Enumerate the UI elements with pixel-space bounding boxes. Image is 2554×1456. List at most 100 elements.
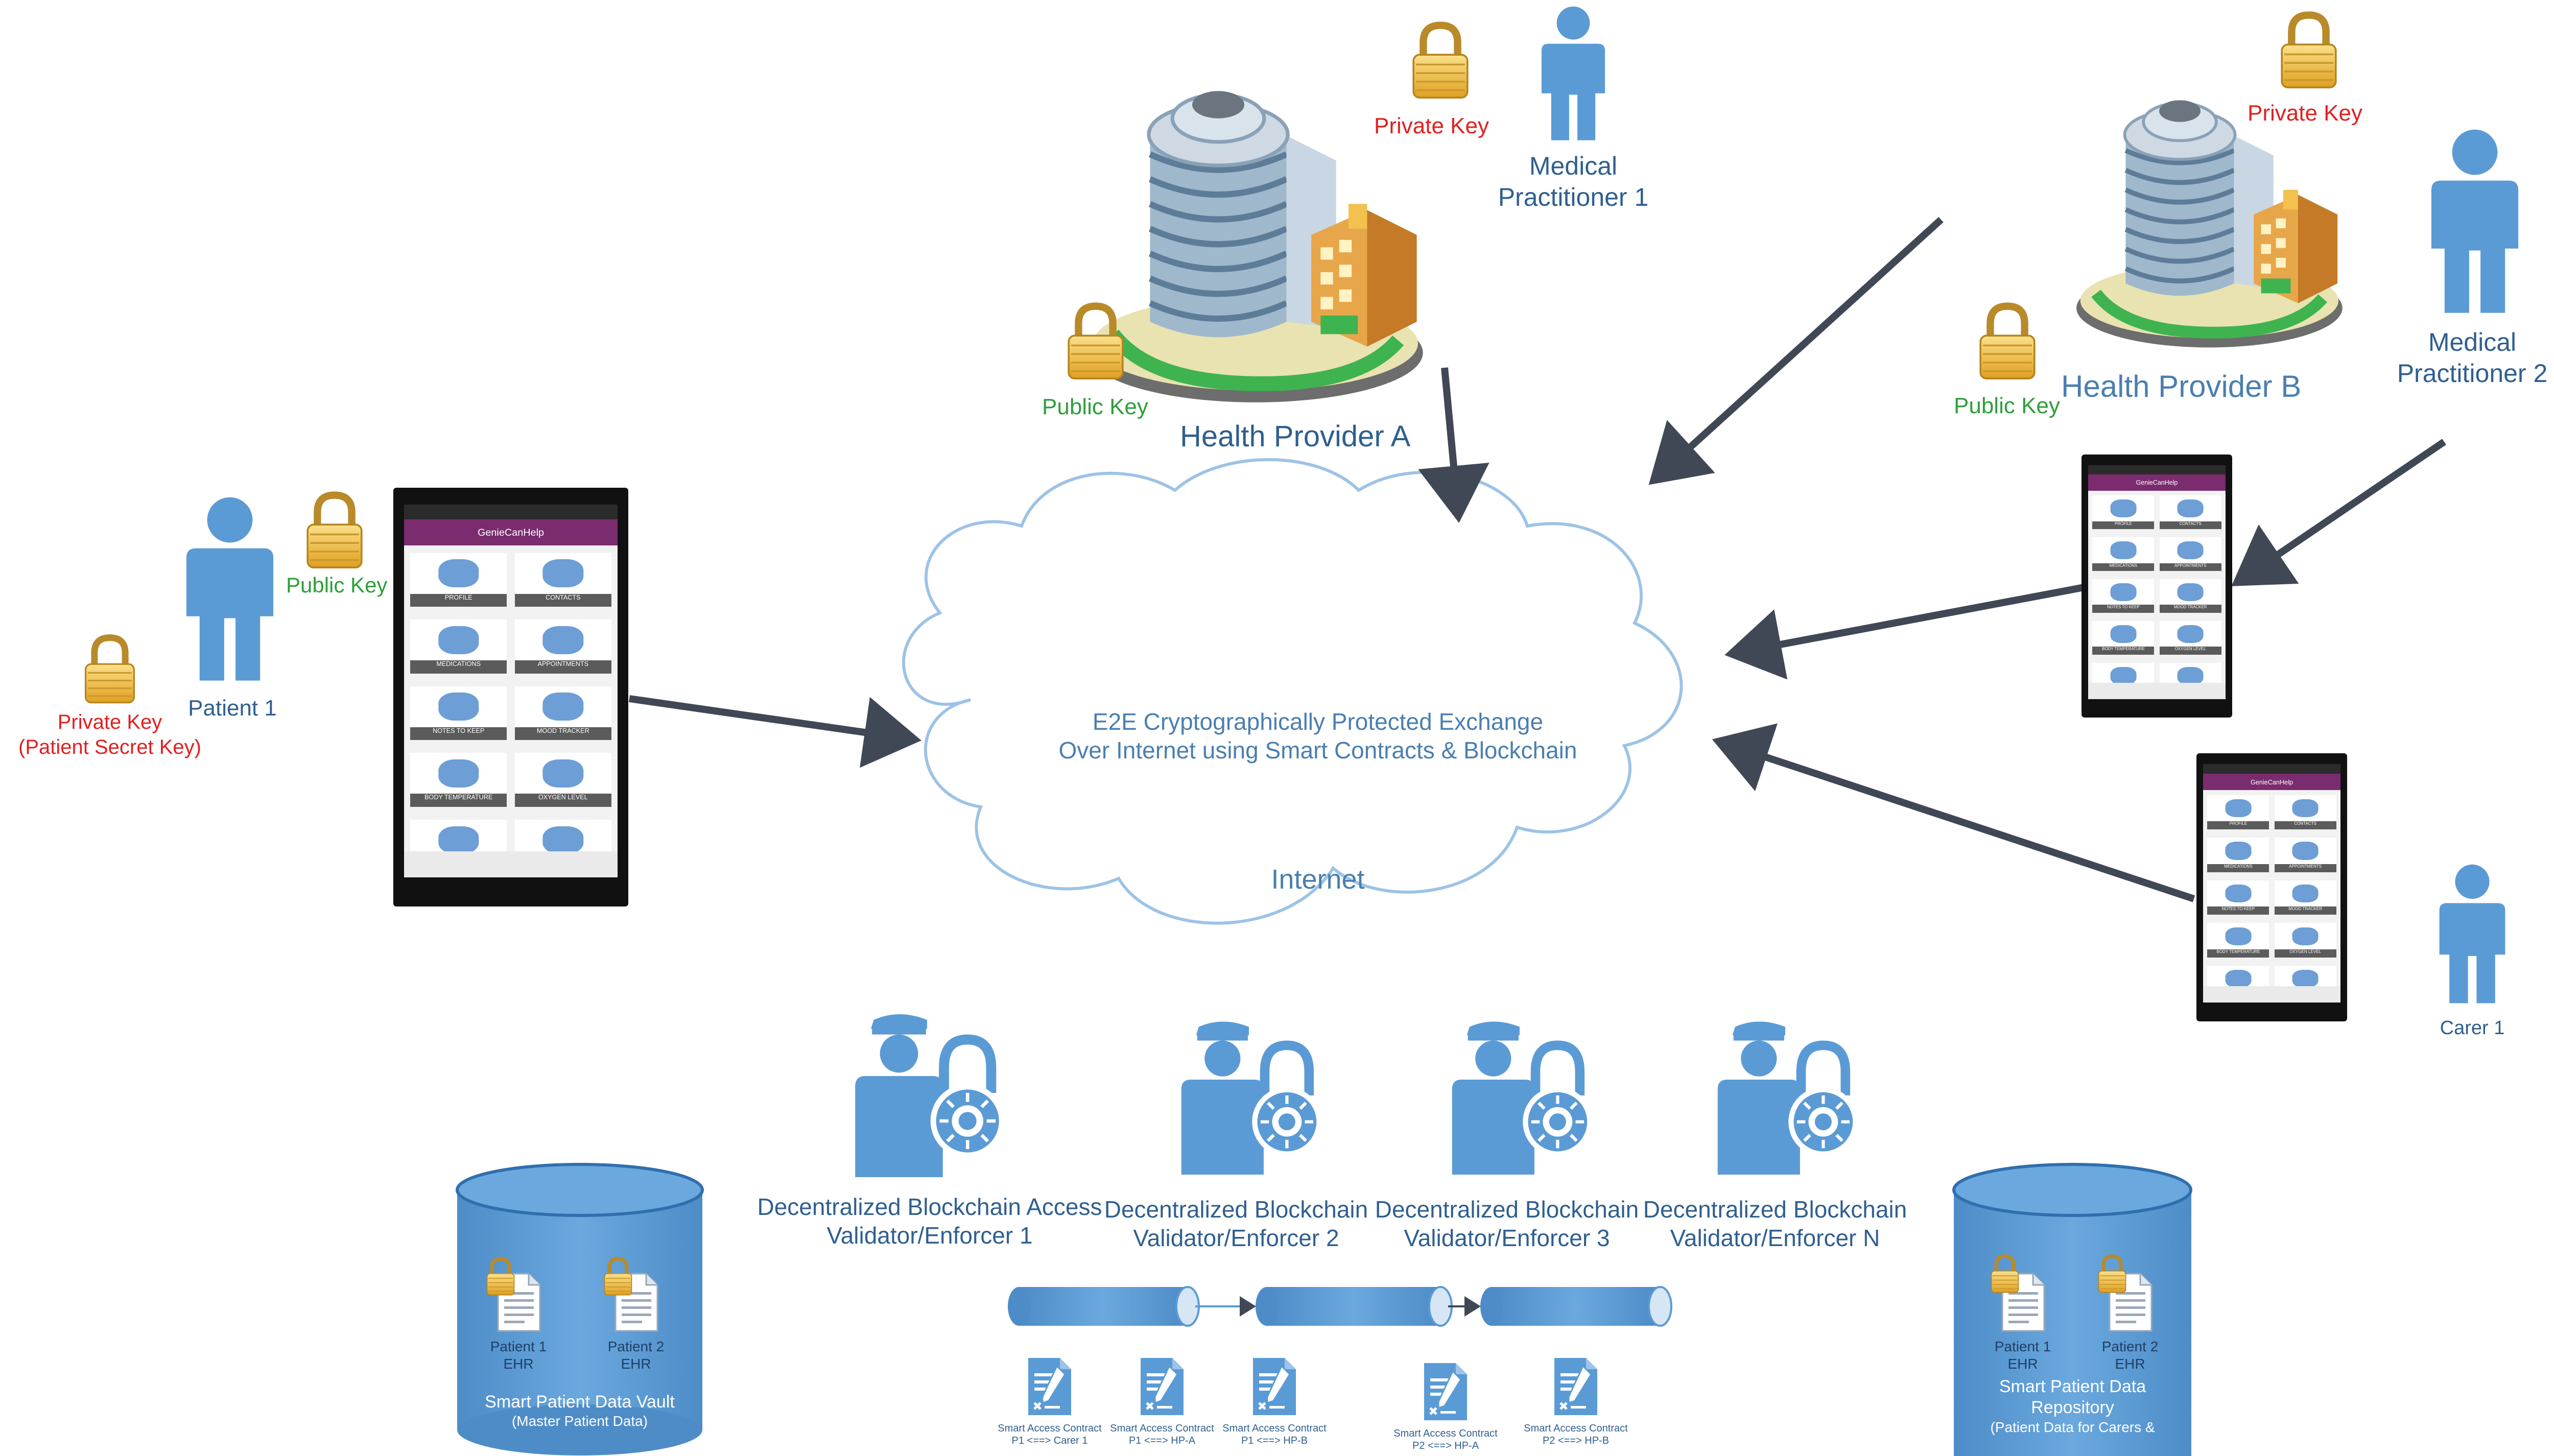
app-tile-icon bbox=[2225, 970, 2252, 988]
contract-doc-icon-2 bbox=[1141, 1358, 1184, 1415]
app-tile-label: PROFILE bbox=[2092, 521, 2155, 530]
contract-doc-icon-5 bbox=[1554, 1358, 1597, 1415]
app-tile[interactable]: PROFILE bbox=[2207, 795, 2269, 830]
repo-doc-2-label: Patient 2 EHR bbox=[2089, 1338, 2171, 1373]
hp-a-private-key-lock-icon bbox=[1413, 26, 1468, 98]
carer-1-icon bbox=[2439, 864, 2505, 1004]
app-tile-label: MOOD TRACKER bbox=[2274, 906, 2336, 915]
hp-b-private-key-label: Private Key bbox=[2248, 101, 2362, 126]
app-title: GenieCanHelp bbox=[2136, 479, 2178, 486]
app-tile[interactable]: MOOD TRACKER bbox=[2159, 579, 2221, 613]
app-tile-icon bbox=[2177, 625, 2204, 643]
app-tile-label: APPOINTMENTS bbox=[2274, 864, 2336, 872]
app-tile[interactable]: APPOINTMENTS bbox=[514, 619, 611, 674]
repo-doc-1-line2: EHR bbox=[2007, 1356, 2038, 1372]
hp-b-private-key-lock-icon bbox=[2282, 15, 2336, 88]
contract-5-label: Smart Access Contract P2 <==> HP-B bbox=[1517, 1422, 1635, 1447]
app-tile[interactable]: CONTACTS bbox=[514, 553, 611, 607]
app-tile-icon bbox=[542, 826, 583, 854]
app-tile-label: NOTES TO KEEP bbox=[2092, 605, 2155, 613]
cloud-description: E2E Cryptographically Protected Exchange… bbox=[955, 707, 1681, 765]
repo-title-line2: Repository bbox=[2031, 1398, 2114, 1418]
patient-public-key-lock-icon bbox=[308, 495, 362, 568]
validator-3-icon bbox=[1452, 1021, 1593, 1175]
android-nav-bar[interactable] bbox=[2203, 986, 2340, 1003]
android-nav-bar[interactable] bbox=[404, 851, 618, 877]
android-nav-bar[interactable] bbox=[2088, 682, 2226, 699]
app-tile[interactable]: MEDICATIONS bbox=[2092, 537, 2155, 571]
app-title-bar: GenieCanHelp bbox=[2203, 773, 2340, 791]
app-tile-icon bbox=[2292, 799, 2319, 817]
app-tile-icon bbox=[542, 759, 583, 787]
medical-practitioner-1-line2: Practitioner 1 bbox=[1498, 183, 1649, 211]
contract-2-line1: Smart Access Contract bbox=[1110, 1423, 1214, 1434]
app-tile-icon bbox=[2292, 970, 2319, 988]
app-tile[interactable]: NOTES TO KEEP bbox=[2207, 880, 2269, 915]
app-tile[interactable]: NOTES TO KEEP bbox=[2092, 579, 2155, 613]
app-tile[interactable]: APPOINTMENTS bbox=[2159, 537, 2221, 571]
app-tile-label: MOOD TRACKER bbox=[514, 727, 611, 741]
contract-5-line2: P2 <==> HP-B bbox=[1542, 1435, 1610, 1447]
app-tile[interactable]: NOTES TO KEEP bbox=[410, 686, 507, 741]
arrow-provider-b-to-cloud bbox=[1648, 217, 1944, 485]
app-tile[interactable]: MEDICATIONS bbox=[410, 619, 507, 674]
app-tile-label: APPOINTMENTS bbox=[514, 660, 611, 674]
medical-practitioner-2-icon bbox=[2431, 129, 2519, 313]
contract-3-line2: P1 <==> HP-B bbox=[1241, 1435, 1308, 1447]
contract-2-line2: P1 <==> HP-A bbox=[1128, 1435, 1196, 1447]
app-tile[interactable]: MEDICATIONS bbox=[2207, 838, 2269, 872]
app-tile-icon bbox=[2177, 499, 2204, 517]
app-tile-icon bbox=[2225, 842, 2252, 860]
app-tile-icon bbox=[2177, 583, 2204, 601]
app-tile-label: NOTES TO KEEP bbox=[2207, 906, 2269, 915]
app-tile-label: CONTACTS bbox=[2274, 821, 2336, 830]
app-tile-label: NOTES TO KEEP bbox=[410, 727, 507, 741]
contract-doc-icon-4 bbox=[1424, 1363, 1467, 1420]
app-tile[interactable]: MOOD TRACKER bbox=[2274, 880, 2336, 915]
validator-n-line1: Decentralized Blockchain bbox=[1643, 1196, 1907, 1223]
patient-1-label: Patient 1 bbox=[188, 696, 277, 721]
validator-1-line2: Validator/Enforcer 1 bbox=[826, 1222, 1033, 1249]
medical-practitioner-2-line1: Medical bbox=[2428, 328, 2517, 356]
vault-subtitle: (Master Patient Data) bbox=[511, 1413, 648, 1429]
app-tile[interactable]: OXYGEN LEVEL bbox=[514, 753, 611, 807]
app-tile[interactable]: BODY TEMPERATURE bbox=[410, 753, 507, 807]
vault-title-line: Smart Patient Data Vault bbox=[485, 1392, 675, 1412]
app-tile[interactable]: BODY TEMPERATURE bbox=[2207, 923, 2269, 958]
app-tile[interactable]: MOOD TRACKER bbox=[514, 686, 611, 741]
app-tile[interactable]: PROFILE bbox=[2092, 495, 2155, 530]
repo-doc-2-line1: Patient 2 bbox=[2101, 1339, 2159, 1354]
contract-doc-icon-3 bbox=[1253, 1358, 1296, 1415]
validator-2-label: Decentralized Blockchain Validator/Enfor… bbox=[1103, 1195, 1369, 1252]
contract-4-label: Smart Access Contract P2 <==> HP-A bbox=[1387, 1427, 1504, 1452]
app-tile[interactable]: OXYGEN LEVEL bbox=[2274, 923, 2336, 958]
contract-3-label: Smart Access Contract P1 <==> HP-B bbox=[1216, 1422, 1333, 1447]
internet-label: Internet bbox=[1271, 864, 1365, 895]
repo-title: Smart Patient Data Repository (Patient D… bbox=[1954, 1376, 2191, 1436]
app-tile-label: OXYGEN LEVEL bbox=[2159, 647, 2221, 655]
app-title: GenieCanHelp bbox=[477, 527, 545, 538]
app-tile-label: MEDICATIONS bbox=[2092, 563, 2155, 571]
app-tile[interactable]: APPOINTMENTS bbox=[2274, 838, 2336, 872]
app-tile[interactable]: CONTACTS bbox=[2274, 795, 2336, 830]
app-tile-grid: PROFILE CONTACTS MEDICATIONS APPOINTMENTS NO… bbox=[2092, 495, 2221, 697]
app-tile-icon bbox=[438, 693, 479, 721]
app-tile[interactable]: BODY TEMPERATURE bbox=[2092, 621, 2155, 655]
app-tile-icon bbox=[2110, 499, 2137, 517]
app-tile[interactable]: PROFILE bbox=[410, 553, 507, 607]
app-tile-label: PROFILE bbox=[2207, 821, 2269, 830]
status-bar bbox=[404, 504, 618, 519]
app-tile-icon bbox=[2110, 625, 2137, 643]
validator-3-line2: Validator/Enforcer 3 bbox=[1404, 1225, 1610, 1252]
app-tile[interactable]: OXYGEN LEVEL bbox=[2159, 621, 2221, 655]
app-tile-label: BODY TEMPERATURE bbox=[410, 794, 507, 807]
app-tile[interactable]: CONTACTS bbox=[2159, 495, 2221, 530]
repo-doc-1-label: Patient 1 EHR bbox=[1982, 1338, 2064, 1373]
vault-doc-1-line2: EHR bbox=[503, 1356, 534, 1372]
cloud-description-line1: E2E Cryptographically Protected Exchange bbox=[1092, 708, 1544, 735]
